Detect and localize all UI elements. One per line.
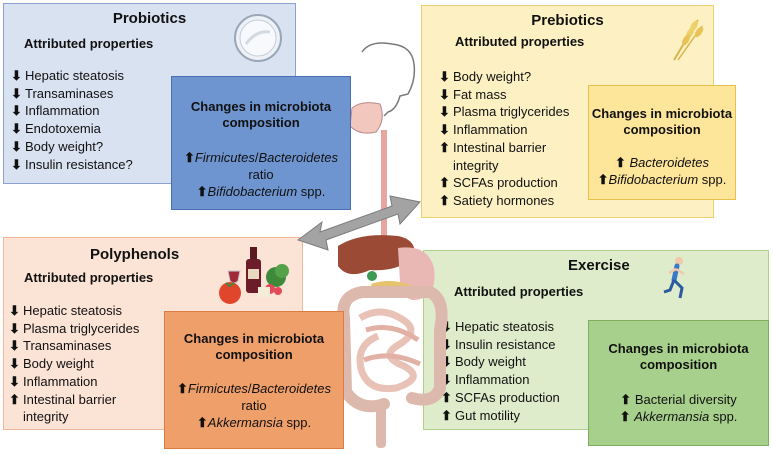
microbiota-title: composition (623, 122, 701, 137)
up-arrow-icon: ⬆ (620, 392, 632, 407)
prebiotics-title: Prebiotics (531, 12, 604, 29)
exercise-properties: ⬇Hepatic steatosis ⬇Insulin resistance ⬇… (441, 318, 560, 424)
up-arrow-icon: ⬆ (597, 172, 609, 187)
up-arrow-icon: ⬆ (619, 409, 631, 424)
prebiotics-subtitle: Attributed properties (455, 34, 585, 49)
list-item: ⬆SCFAs production (439, 175, 558, 191)
list-item: ⬇Transaminases (11, 85, 114, 101)
probiotics-microbiota-box: Changes in microbiota composition ⬆Firmi… (171, 76, 351, 210)
probiotics-subtitle: Attributed properties (24, 36, 154, 51)
list-item: ⬆SCFAs production (441, 389, 560, 405)
list-item: ⬆Gut motility (441, 407, 521, 423)
list-item: ⬇Insulin resistance (441, 336, 556, 352)
down-arrow-icon: ⬇ (9, 356, 20, 372)
down-arrow-icon: ⬇ (11, 138, 22, 154)
list-item: ⬇Inflammation (439, 122, 528, 138)
list-item: ⬇Plasma triglycerides (439, 104, 570, 120)
list-item: ⬇Body weight? (439, 69, 532, 84)
up-arrow-icon: ⬆ (177, 381, 188, 396)
down-arrow-icon: ⬇ (11, 156, 22, 172)
down-arrow-icon: ⬇ (11, 85, 22, 101)
list-item: ⬇Hepatic steatosis (11, 68, 124, 83)
polyphenols-microbiota-box: Changes in microbiota composition ⬆Firmi… (164, 311, 344, 449)
up-arrow-icon: ⬆ (439, 175, 450, 191)
double-headed-arrow-icon (296, 195, 421, 251)
microbiota-title: composition (215, 347, 293, 362)
down-arrow-icon: ⬇ (439, 122, 450, 138)
list-item: ⬇Hepatic steatosis (9, 303, 122, 318)
list-item: ⬆Intestinal barrier (9, 391, 117, 407)
list-item: ⬇Body weight (9, 356, 94, 372)
digestive-system-illustration (337, 42, 448, 448)
list-item: ⬇Insulin resistance? (11, 156, 133, 172)
microbiota-title: composition (639, 357, 718, 372)
down-arrow-icon: ⬇ (441, 354, 452, 370)
down-arrow-icon: ⬇ (9, 338, 20, 354)
list-item: ⬇Plasma triglycerides (9, 320, 140, 336)
list-item: ⬇Body weight? (11, 138, 104, 154)
list-item: ⬆Satiety hormones (439, 192, 555, 208)
microbiota-title: Changes in microbiota (190, 99, 332, 114)
down-arrow-icon: ⬇ (439, 69, 450, 84)
up-arrow-icon: ⬆ (439, 139, 450, 155)
polyphenols-subtitle: Attributed properties (24, 270, 154, 285)
down-arrow-icon: ⬇ (11, 68, 22, 83)
microbiota-title: Changes in microbiota (608, 341, 749, 356)
up-arrow-icon: ⬆ (196, 415, 208, 430)
petri-dish-icon (234, 14, 282, 62)
list-item: ⬇Inflammation (11, 103, 100, 119)
exercise-subtitle: Attributed properties (454, 284, 584, 299)
up-arrow-icon: ⬆ (439, 192, 450, 208)
up-arrow-icon: ⬆ (9, 391, 20, 407)
microbiota-title: Changes in microbiota (183, 331, 325, 346)
list-item: ⬆Intestinal barrier (439, 139, 547, 155)
down-arrow-icon: ⬇ (11, 121, 22, 137)
up-arrow-icon: ⬆ (196, 184, 208, 199)
down-arrow-icon: ⬇ (9, 320, 20, 336)
down-arrow-icon: ⬇ (441, 372, 452, 388)
polyphenols-title: Polyphenols (90, 246, 180, 263)
down-arrow-icon: ⬇ (439, 104, 450, 120)
exercise-title: Exercise (568, 257, 630, 274)
prebiotics-microbiota-box: Changes in microbiota composition ⬆ Bact… (588, 85, 736, 200)
list-item: ⬇Inflammation (441, 372, 530, 388)
down-arrow-icon: ⬇ (9, 373, 20, 389)
list-item: ⬇Body weight (441, 354, 526, 370)
up-arrow-icon: ⬆ (441, 389, 452, 405)
down-arrow-icon: ⬇ (439, 86, 450, 102)
up-arrow-icon: ⬆ (184, 150, 195, 165)
runner-icon (663, 257, 685, 299)
list-item: ⬇Transaminases (9, 338, 112, 354)
list-item: ⬇Inflammation (9, 373, 98, 389)
list-item: integrity (23, 409, 69, 425)
wheat-icon (673, 19, 704, 61)
microbiota-title: Changes in microbiota (591, 106, 733, 121)
exercise-microbiota-box: Changes in microbiota composition ⬆ Bact… (588, 320, 769, 446)
list-item: integrity (453, 157, 499, 173)
polyphenols-properties: ⬇Hepatic steatosis ⬇Plasma triglycerides… (9, 302, 139, 426)
down-arrow-icon: ⬇ (441, 336, 452, 352)
microbiota-title: composition (222, 115, 300, 130)
probiotics-title: Probiotics (112, 10, 187, 27)
up-arrow-icon: ⬆ (441, 407, 452, 423)
up-arrow-icon: ⬆ (614, 155, 626, 170)
prebiotics-properties: ⬇Body weight? ⬇Fat mass ⬇Plasma triglyce… (439, 68, 569, 210)
list-item: ⬇Fat mass (439, 86, 507, 102)
down-arrow-icon: ⬇ (9, 303, 20, 318)
probiotics-properties: ⬇Hepatic steatosis ⬇Transaminases ⬇Infla… (11, 67, 133, 173)
down-arrow-icon: ⬇ (11, 103, 22, 119)
fruit-wine-icon (219, 247, 289, 304)
list-item: ⬇Endotoxemia (11, 121, 101, 137)
